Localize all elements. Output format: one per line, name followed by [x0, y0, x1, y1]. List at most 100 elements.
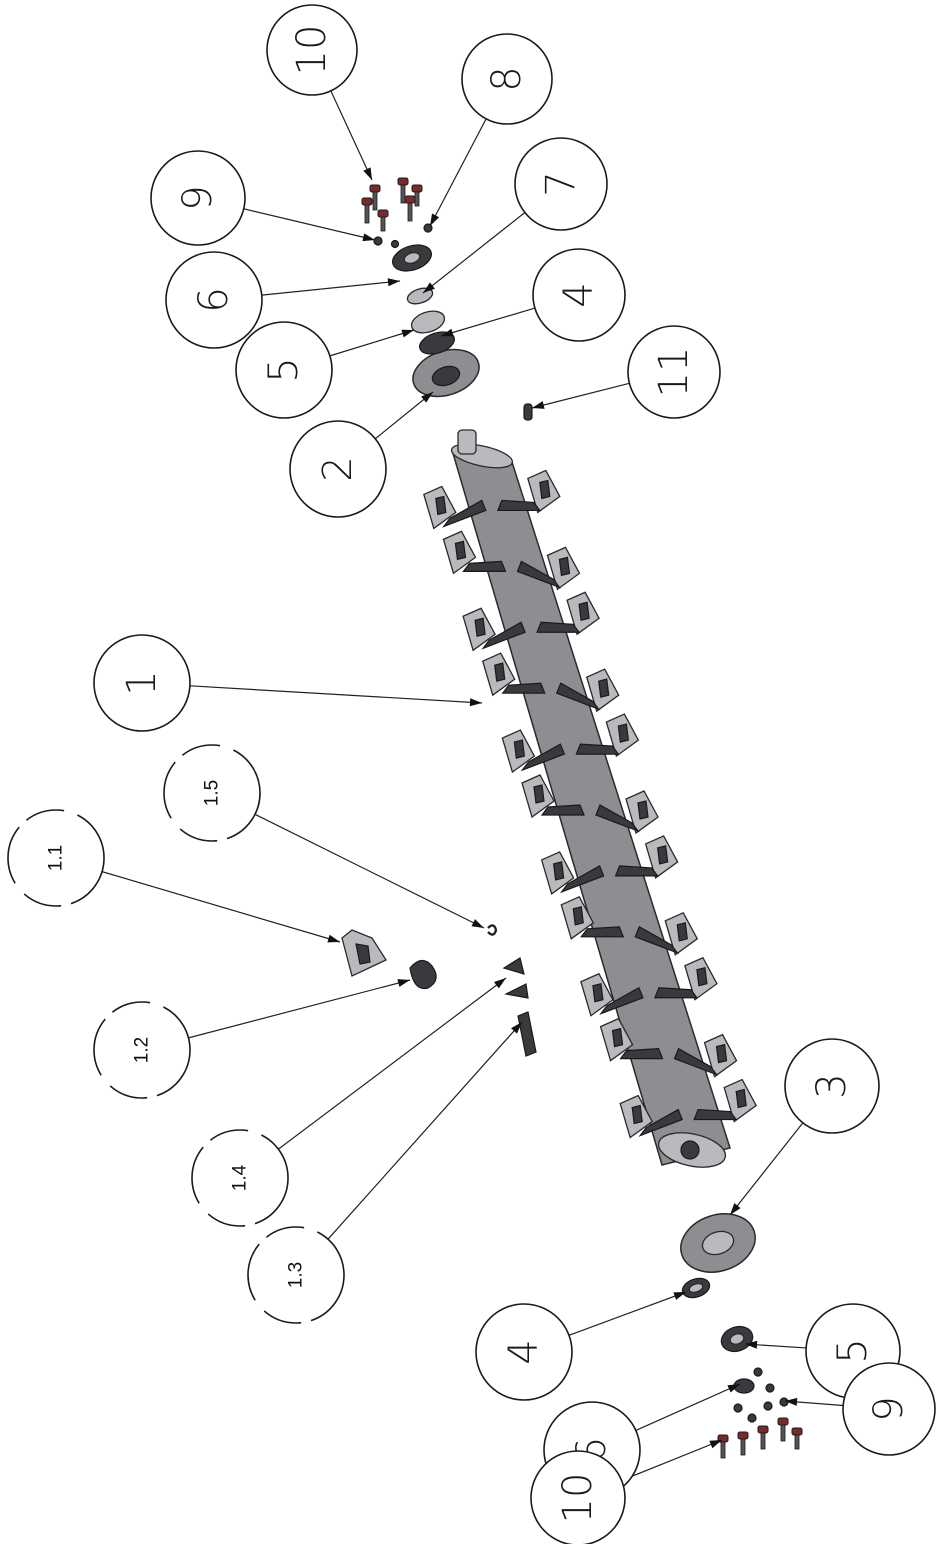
callout-c-1-3: 1.3	[247, 1226, 345, 1324]
leader-line-c-1-5	[254, 813, 485, 929]
arrowhead-c-2	[421, 392, 433, 403]
callout-label: 1	[119, 670, 165, 695]
blade-detail-parts	[341, 924, 537, 1057]
rotor-stub-axle	[457, 429, 477, 455]
arrowhead-c-5-top	[401, 329, 414, 338]
callout-label: 10	[555, 1473, 601, 1524]
key-11	[523, 403, 533, 421]
callout-c-1-1: 1.1	[7, 809, 105, 907]
seal-4-bottom-inner	[688, 1282, 704, 1294]
flail-blade	[540, 851, 605, 895]
callout-label: 6	[191, 287, 237, 312]
callout-label: 4	[501, 1339, 547, 1364]
pin-1-3	[517, 1011, 537, 1057]
callout-label: 1.5	[202, 780, 223, 806]
callout-c-3: 3	[784, 1038, 880, 1134]
callout-c-2: 2	[289, 420, 387, 518]
leader-line-c-11	[531, 382, 630, 409]
arrowhead-c-3	[730, 1203, 741, 1215]
callout-label: 10	[289, 25, 335, 76]
callout-circle	[530, 1450, 626, 1544]
flail-blades	[423, 469, 758, 1139]
blade-1-1-slot	[355, 943, 371, 965]
callout-circle	[191, 1129, 289, 1227]
flail-blade	[693, 1078, 758, 1123]
washers-9-bottom	[733, 1367, 789, 1423]
arrowhead-c-1-3	[511, 1022, 522, 1034]
callout-label: 8	[484, 66, 530, 91]
arrowhead-c-1-5	[471, 919, 484, 928]
callout-circle	[842, 1362, 936, 1456]
callout-c-4-top: 4	[532, 248, 626, 342]
callout-c-6-top: 6	[165, 251, 263, 349]
callout-circle	[150, 150, 246, 246]
callout-circle	[235, 321, 333, 419]
callout-label: 3	[809, 1073, 855, 1098]
callout-c-11: 11	[627, 325, 721, 419]
callout-label: 5	[261, 357, 307, 382]
arrowhead-c-6-top	[387, 278, 400, 287]
arrowhead-c-7	[423, 282, 435, 293]
arrowhead-c-6-bottom	[727, 1384, 740, 1393]
callout-circle	[532, 248, 626, 342]
seal-4-top	[419, 331, 455, 355]
flail-blade	[595, 790, 659, 835]
leader-line-c-8	[429, 118, 487, 227]
callout-label: 9	[866, 1396, 912, 1421]
callout-label: 4	[556, 282, 602, 307]
callout-c-1-2: 1.2	[93, 1001, 191, 1099]
callout-circle	[163, 744, 261, 842]
flail-blade	[481, 652, 546, 697]
callout-label: 2	[315, 456, 361, 481]
arrowhead-c-4-bottom	[673, 1292, 686, 1300]
callout-c-10-top: 10	[266, 4, 358, 96]
flail-blade	[575, 713, 640, 758]
bearing-assembly-top	[361, 177, 533, 421]
ring-7	[406, 287, 434, 305]
callout-circle	[627, 325, 721, 419]
flail-blade	[614, 835, 679, 879]
leader-line-c-1-1	[101, 871, 341, 943]
arrowhead-c-1	[469, 698, 482, 707]
callout-c-1: 1	[93, 634, 191, 732]
cover-6-top-center	[403, 251, 421, 265]
callout-c-5-top: 5	[235, 321, 333, 419]
bolts-10-bottom	[717, 1417, 803, 1459]
callout-c-1-4: 1.4	[191, 1129, 289, 1227]
callout-circle	[461, 33, 553, 125]
leader-line-c-7	[422, 212, 526, 294]
washer-9-top-a	[373, 236, 383, 246]
callout-circle	[475, 1303, 573, 1401]
arrowhead-c-10-bottom	[709, 1440, 722, 1449]
bearing-5-bottom-inner	[729, 1333, 745, 1345]
leader-line-c-3	[729, 1122, 804, 1216]
callout-label: 1.2	[132, 1037, 153, 1063]
leader-line-c-1-4	[278, 977, 507, 1150]
flail-blade	[634, 911, 699, 956]
arrowhead-c-9-bottom	[785, 1397, 798, 1406]
flail-blade	[654, 956, 718, 1001]
flail-blade	[423, 485, 487, 530]
flail-blade	[619, 1094, 683, 1139]
flail-blade	[516, 546, 581, 591]
flail-blade	[580, 972, 644, 1017]
flail-blade	[536, 591, 600, 636]
leader-lines	[101, 90, 844, 1481]
flail-blade	[521, 774, 585, 819]
flail-blade	[599, 1017, 664, 1062]
callout-c-7: 7	[514, 137, 608, 231]
callout-circle	[93, 634, 191, 732]
arrowhead-c-1-4	[494, 978, 506, 989]
arrowhead-c-4-top	[441, 328, 454, 337]
washer-9-top-b	[390, 239, 400, 249]
flail-blade	[560, 895, 625, 940]
callout-c-4-bottom: 4	[475, 1303, 573, 1401]
callout-label: 7	[538, 171, 584, 196]
arrowhead-c-8	[430, 213, 440, 226]
flail-blade	[496, 469, 561, 514]
callout-circle	[93, 1001, 191, 1099]
arrowhead-c-11	[532, 401, 545, 409]
leader-line-c-6-bottom	[635, 1383, 741, 1431]
bolts-10-top	[361, 177, 423, 232]
